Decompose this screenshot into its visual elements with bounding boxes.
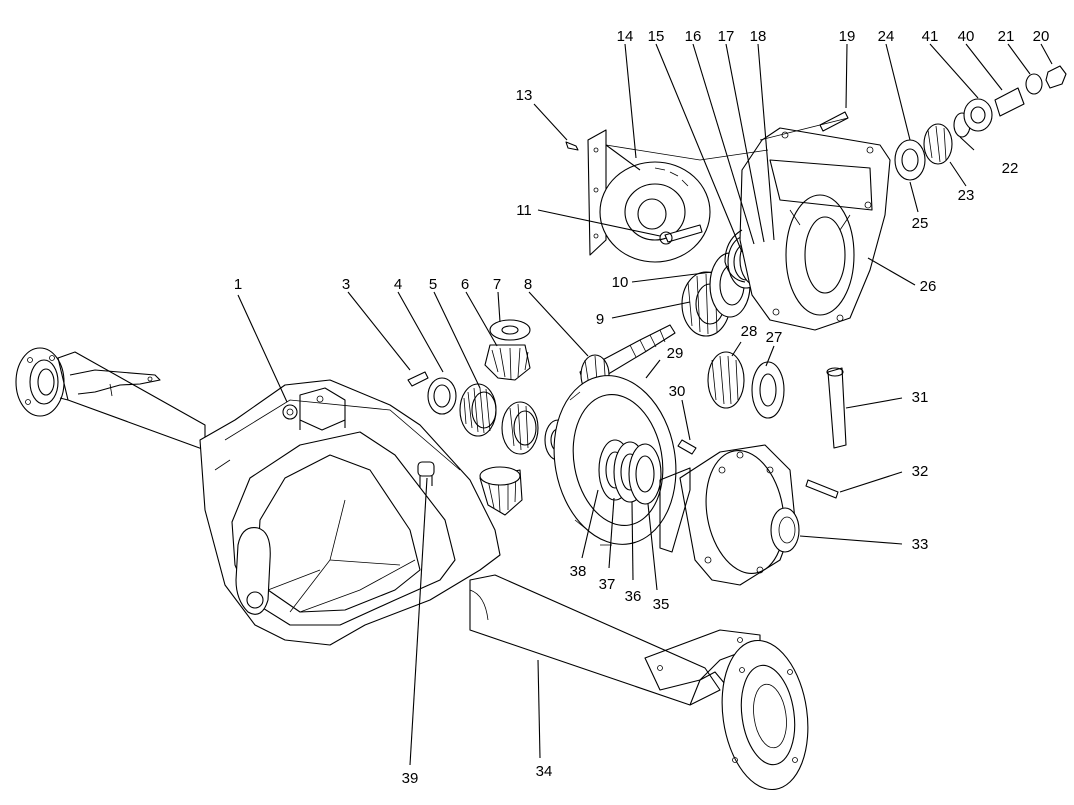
callout-17: 17	[718, 28, 735, 45]
leader-lines	[237, 43, 1053, 766]
callout-22: 22	[1002, 160, 1019, 177]
callout-13: 13	[516, 87, 533, 104]
callout-11: 11	[516, 202, 532, 219]
gear-case-housing	[605, 111, 891, 331]
callout-1: 1	[234, 276, 242, 293]
callout-40: 40	[958, 28, 975, 45]
callout-10: 10	[612, 274, 629, 291]
callout-9: 9	[596, 311, 604, 328]
callout-15: 15	[648, 28, 665, 45]
callout-4: 4	[394, 276, 402, 293]
callout-24: 24	[878, 28, 895, 45]
callout-32: 32	[912, 463, 929, 480]
callout-30: 30	[669, 383, 686, 400]
callout-3: 3	[342, 276, 350, 293]
output-parts	[894, 65, 1067, 181]
callout-20: 20	[1033, 28, 1050, 45]
callout-33: 33	[912, 536, 929, 553]
callout-23: 23	[958, 187, 975, 204]
callout-36: 36	[625, 588, 642, 605]
axle-housing	[15, 347, 809, 791]
differential-gears	[407, 319, 572, 516]
callout-21: 21	[998, 28, 1015, 45]
callout-labels: 1 3 4 5 6 7 8 9 10 11 13 14 15 16 17 18 …	[234, 28, 1050, 787]
callout-35: 35	[653, 596, 670, 613]
callout-25: 25	[912, 215, 929, 232]
cover-plate	[565, 129, 711, 263]
ring-gear-assembly	[553, 367, 847, 586]
callout-18: 18	[750, 28, 767, 45]
callout-41: 41	[922, 28, 939, 45]
callout-8: 8	[524, 276, 532, 293]
callout-38: 38	[570, 563, 587, 580]
callout-39: 39	[402, 770, 419, 787]
callout-34: 34	[536, 763, 553, 780]
callout-7: 7	[493, 276, 501, 293]
callout-6: 6	[461, 276, 469, 293]
callout-29: 29	[667, 345, 684, 362]
callout-19: 19	[839, 28, 856, 45]
callout-28: 28	[741, 323, 758, 340]
callout-37: 37	[599, 576, 616, 593]
callout-31: 31	[912, 389, 929, 406]
callout-16: 16	[685, 28, 702, 45]
pinion-bearings	[707, 351, 785, 419]
callout-26: 26	[920, 278, 937, 295]
callout-14: 14	[617, 28, 634, 45]
callout-5: 5	[429, 276, 437, 293]
callout-27: 27	[766, 329, 783, 346]
